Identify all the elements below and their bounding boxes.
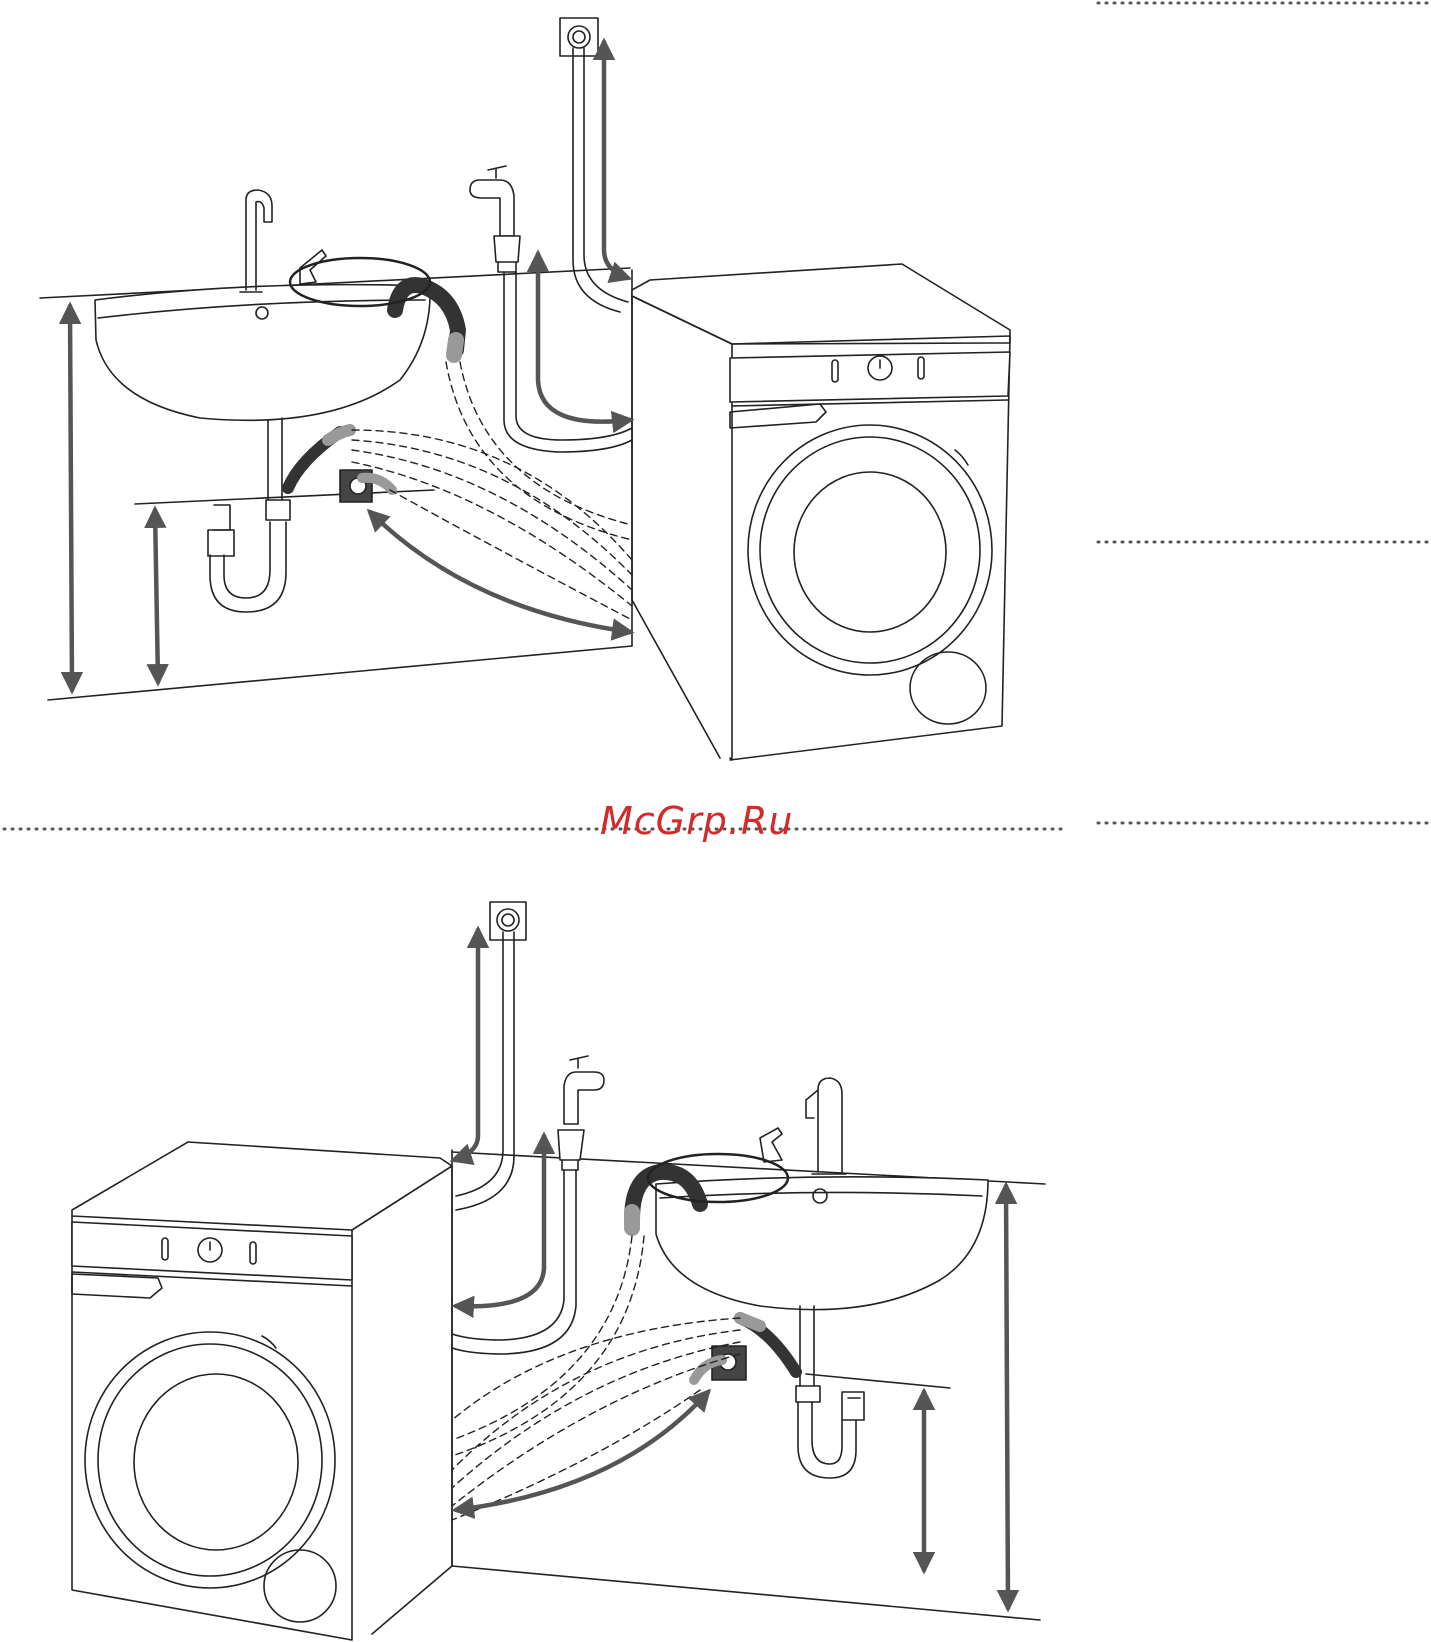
length-arrow-inlet-bottom (456, 1136, 544, 1306)
watermark-text: McGrp.Ru (600, 796, 840, 846)
height-arrow-sink-bottom (1006, 1186, 1008, 1608)
wall-tap-bottom (456, 902, 526, 1210)
height-arrow-siphon-top (155, 510, 158, 682)
height-arrow-sink-top (70, 306, 72, 690)
length-arrow-supply-top (604, 42, 628, 278)
sink-bottom (656, 1078, 988, 1478)
siphon-hose-bottom (740, 1318, 796, 1372)
washing-machine-top (632, 264, 1010, 760)
length-arrow-drain-top (370, 512, 630, 632)
drain-outlet-top (340, 470, 392, 502)
length-arrow-supply-bottom (454, 930, 478, 1160)
panel-top (40, 18, 1010, 760)
sink-top (95, 190, 430, 612)
length-arrow-inlet-top (538, 254, 630, 422)
washing-machine-bottom (72, 1142, 452, 1640)
panel-bottom (72, 902, 1045, 1640)
